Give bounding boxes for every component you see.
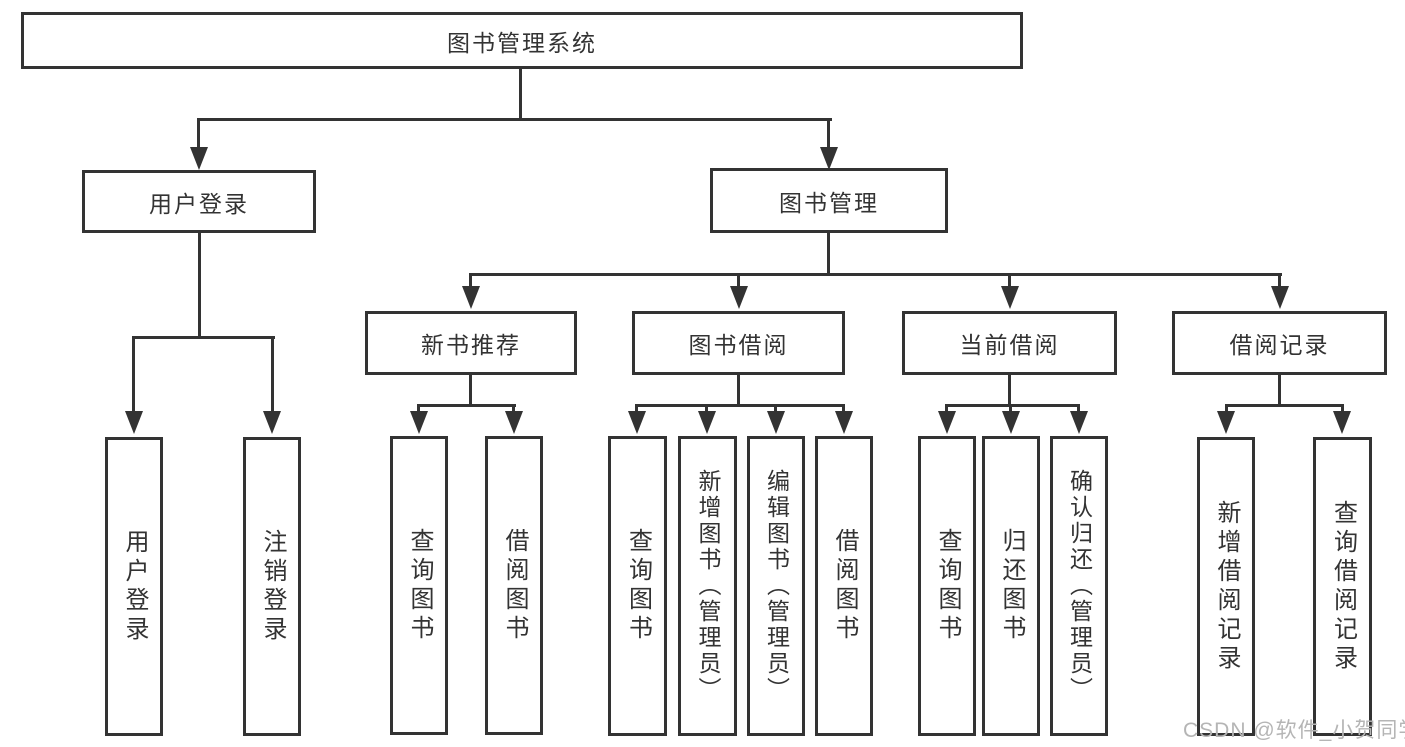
connector-root-split-hline [198,118,832,121]
arrowhead-to-borrow-records [1271,286,1289,309]
connector-stub [635,404,638,413]
leaf-user-login: 用户登录 [105,437,163,736]
connector-to-book-management-stub [827,118,830,148]
leaf-return-book-label: 归还图书 [998,528,1025,644]
leaf-add-borrow-record-label: 新增借阅记录 [1213,499,1240,674]
arrowhead-to-user-login [190,147,208,170]
connector-to-new-book-stub [469,273,472,287]
connector-stub [1341,404,1344,413]
node-book-borrow: 图书借阅 [632,311,845,375]
leaf-query-borrow-record-label: 查询借阅记录 [1329,499,1357,674]
connector-book-borrow-drop-vline [737,375,740,406]
node-new-book-recommend: 新书推荐 [365,311,577,375]
node-root-label: 图书管理系统 [447,29,597,56]
leaf-borrow-query-books: 查询图书 [608,436,667,736]
arrowhead-to-leaf-add-book [698,411,716,434]
leaf-confirm-return-admin-label: 确认归还（管理员） [1066,469,1093,703]
arrowhead-to-leaf-edit-book [767,411,785,434]
connector-to-leaf-logout-stub [271,336,274,412]
connector-current-borrow-drop-vline [1008,375,1011,406]
arrowhead-to-leaf-confirm-return [1070,411,1088,434]
connector-book-management-split-hline [469,273,1282,276]
leaf-add-book-admin: 新增图书（管理员） [678,436,737,736]
arrowhead-to-current-borrow [1001,286,1019,309]
connector-book-borrow-split-hline [635,404,845,407]
arrowhead-to-leaf-add-record [1217,411,1235,434]
arrowhead-to-leaf-logout [263,411,281,434]
leaf-borrow-borrow-books-label: 借阅图书 [831,528,858,644]
arrowhead-to-leaf-borrow-books-1 [505,411,523,434]
connector-to-borrow-records-stub [1278,273,1281,287]
connector-new-book-drop-vline [469,375,472,406]
connector-borrow-records-drop-vline [1278,375,1281,406]
node-borrow-records: 借阅记录 [1172,311,1387,375]
arrowhead-to-leaf-return-book [1002,411,1020,434]
arrowhead-to-leaf-query-books-2 [628,411,646,434]
connector-to-user-login-stub [197,118,200,148]
connector-stub [842,404,845,413]
node-current-borrow-label: 当前借阅 [959,332,1060,358]
node-current-borrow: 当前借阅 [902,311,1117,375]
node-user-login-label: 用户登录 [149,190,249,217]
connector-user-login-split-hline [132,336,275,339]
leaf-edit-book-admin: 编辑图书（管理员） [747,436,805,736]
leaf-add-borrow-record: 新增借阅记录 [1197,437,1255,736]
arrowhead-to-leaf-query-books-3 [938,411,956,434]
connector-root-drop-vline [519,69,522,118]
connector-stub [1009,404,1012,413]
connector-user-login-drop-vline [198,233,201,336]
leaf-add-book-admin-label: 新增图书（管理员） [695,469,721,703]
connector-current-borrow-split-hline [945,404,1080,407]
leaf-current-query-books: 查询图书 [918,436,976,736]
connector-stub [945,404,948,413]
leaf-logout: 注销登录 [243,437,301,736]
leaf-newbook-borrow-books: 借阅图书 [485,436,543,735]
node-book-management: 图书管理 [710,168,948,233]
connector-stub [774,404,777,413]
connector-new-book-split-hline [417,404,516,407]
node-borrow-records-label: 借阅记录 [1229,332,1330,358]
node-new-book-recommend-label: 新书推荐 [421,332,521,358]
connector-borrow-records-split-hline [1225,404,1344,407]
leaf-newbook-query-books-label: 查询图书 [406,527,433,644]
csdn-watermark: CSDN @软件_小贺同学 [1183,719,1405,742]
leaf-borrow-query-books-label: 查询图书 [624,528,652,644]
node-user-login: 用户登录 [82,170,316,233]
connector-to-book-borrow-stub [737,273,740,287]
leaf-edit-book-admin-label: 编辑图书（管理员） [763,469,790,703]
leaf-current-query-books-label: 查询图书 [934,528,961,644]
leaf-logout-label: 注销登录 [259,528,286,645]
leaf-query-borrow-record: 查询借阅记录 [1313,437,1372,736]
leaf-confirm-return-admin: 确认归还（管理员） [1050,436,1108,736]
arrowhead-to-leaf-query-books-1 [410,411,428,434]
leaf-user-login-label: 用户登录 [121,528,148,645]
arrowhead-to-new-book-recommend [462,286,480,309]
leaf-newbook-query-books: 查询图书 [390,436,448,735]
node-book-management-label: 图书管理 [779,189,879,216]
arrowhead-to-book-borrow [730,286,748,309]
connector-to-leaf-login-stub [132,336,135,412]
arrowhead-to-leaf-login [125,411,143,434]
connector-stub [417,404,420,413]
node-book-borrow-label: 图书借阅 [688,332,789,358]
connector-stub [1077,404,1080,413]
connector-stub [1225,404,1228,413]
arrowhead-to-leaf-query-record [1333,411,1351,434]
connector-stub [705,404,708,413]
leaf-borrow-borrow-books: 借阅图书 [815,436,873,736]
connector-to-current-borrow-stub [1008,273,1011,287]
connector-book-management-drop-vline [827,233,830,273]
arrowhead-to-book-management [820,147,838,170]
node-root: 图书管理系统 [21,12,1023,69]
leaf-return-book: 归还图书 [982,436,1040,736]
arrowhead-to-leaf-borrow-books-2 [835,411,853,434]
connector-stub [512,404,515,413]
leaf-newbook-borrow-books-label: 借阅图书 [501,527,528,644]
